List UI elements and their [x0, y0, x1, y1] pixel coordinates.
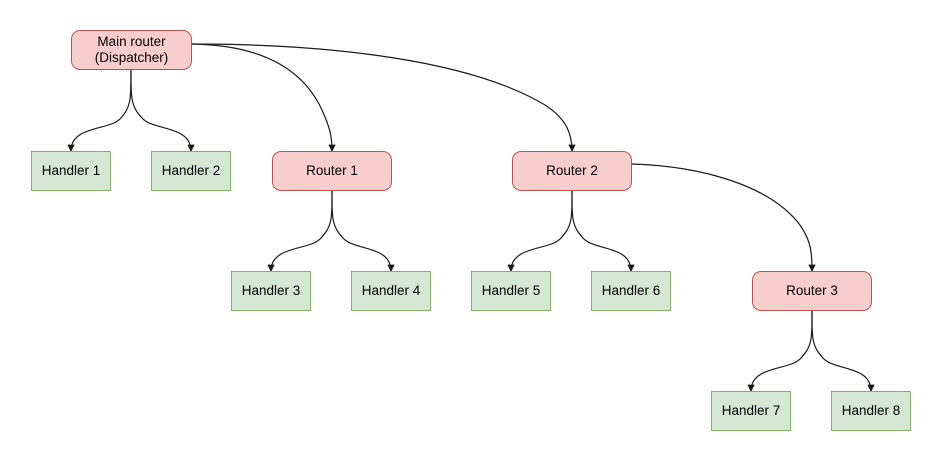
node-label: Router 2 [546, 163, 598, 179]
node-label: Handler 7 [721, 403, 781, 419]
edge-router3-handler8 [811, 310, 875, 393]
node-handler-4[interactable]: Handler 4 [351, 271, 431, 311]
node-router-1[interactable]: Router 1 [272, 151, 392, 191]
node-main-router[interactable]: Main router (Dispatcher) [71, 30, 192, 70]
edge-router1-handler4 [331, 190, 395, 273]
node-label: Handler 1 [41, 163, 101, 179]
edge-router2-handler6 [571, 190, 635, 273]
edges-group [67, 43, 875, 393]
node-handler-7[interactable]: Handler 7 [711, 391, 791, 431]
node-label: Main router (Dispatcher) [94, 34, 169, 65]
edge-router3-handler7 [747, 310, 813, 393]
node-label: Handler 6 [601, 283, 661, 299]
edge-router2-handler5 [507, 190, 573, 273]
edge-main-router2 [191, 43, 576, 153]
node-handler-1[interactable]: Handler 1 [31, 151, 111, 191]
node-handler-6[interactable]: Handler 6 [591, 271, 671, 311]
edge-main-router1 [191, 43, 336, 153]
node-label: Handler 4 [361, 283, 421, 299]
node-handler-2[interactable]: Handler 2 [151, 151, 231, 191]
node-handler-5[interactable]: Handler 5 [471, 271, 551, 311]
edge-main-handler2 [130, 69, 195, 153]
node-label: Handler 3 [241, 283, 301, 299]
node-label: Router 3 [786, 283, 838, 299]
node-label: Handler 2 [161, 163, 221, 179]
node-label: Router 1 [306, 163, 358, 179]
edge-main-handler1 [67, 69, 132, 153]
node-router-2[interactable]: Router 2 [512, 151, 632, 191]
node-router-3[interactable]: Router 3 [752, 271, 872, 311]
node-handler-8[interactable]: Handler 8 [831, 391, 911, 431]
edge-router1-handler3 [267, 190, 333, 273]
node-label: Handler 5 [481, 283, 541, 299]
edge-router2-router3 [631, 163, 816, 273]
node-handler-3[interactable]: Handler 3 [231, 271, 311, 311]
node-label: Handler 8 [841, 403, 901, 419]
